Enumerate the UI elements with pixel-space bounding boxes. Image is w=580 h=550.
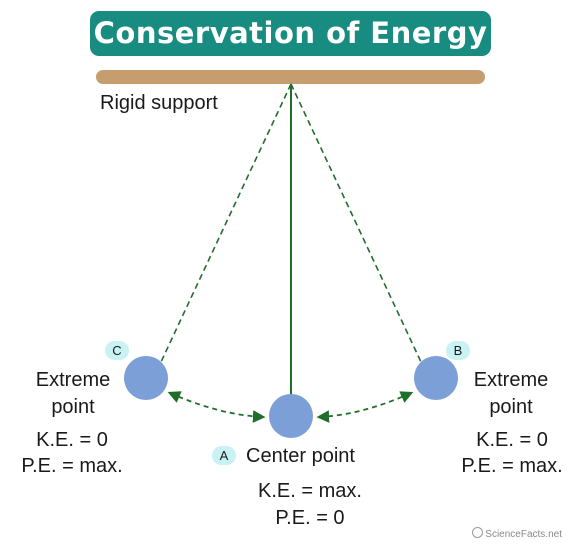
badge-a: A [212, 446, 236, 465]
atom-icon [472, 527, 484, 538]
left-ke: K.E. = 0 [36, 429, 108, 451]
page-title: Conservation of Energy [93, 16, 488, 50]
bob-left [124, 356, 168, 400]
rigid-support-label: Rigid support [100, 92, 218, 114]
right-point-label-line1: Extreme [473, 369, 549, 391]
center-energy-values: K.E. = max. P.E. = 0 [240, 479, 380, 530]
brand-text: ScienceFacts.net [485, 529, 562, 540]
center-point-label: Center point [246, 445, 355, 467]
right-energy-values: K.E. = 0 P.E. = max. [452, 428, 572, 478]
badge-b: B [446, 341, 470, 360]
right-pe: P.E. = max. [461, 455, 563, 477]
left-energy-values: K.E. = 0 P.E. = max. [12, 428, 132, 478]
left-point-label-line1: Extreme [35, 369, 111, 391]
rigid-support-bar [96, 70, 485, 84]
center-pe: P.E. = 0 [275, 507, 345, 529]
right-ke: K.E. = 0 [476, 429, 548, 451]
title-banner: Conservation of Energy [90, 11, 491, 56]
right-dashed-string [290, 83, 422, 363]
bob-center [269, 394, 313, 438]
right-point-label: Extreme point [456, 368, 566, 419]
center-ke: K.E. = max. [258, 480, 362, 502]
left-swing-arrow [167, 391, 266, 423]
right-swing-arrow [316, 391, 414, 423]
left-dashed-string [160, 83, 292, 363]
left-point-label-line2: point [51, 396, 95, 418]
brand-watermark: ScienceFacts.net [472, 527, 562, 540]
bob-right [414, 356, 458, 400]
left-pe: P.E. = max. [21, 455, 123, 477]
left-point-label: Extreme point [18, 368, 128, 419]
badge-c: C [105, 341, 129, 360]
right-point-label-line2: point [489, 396, 533, 418]
